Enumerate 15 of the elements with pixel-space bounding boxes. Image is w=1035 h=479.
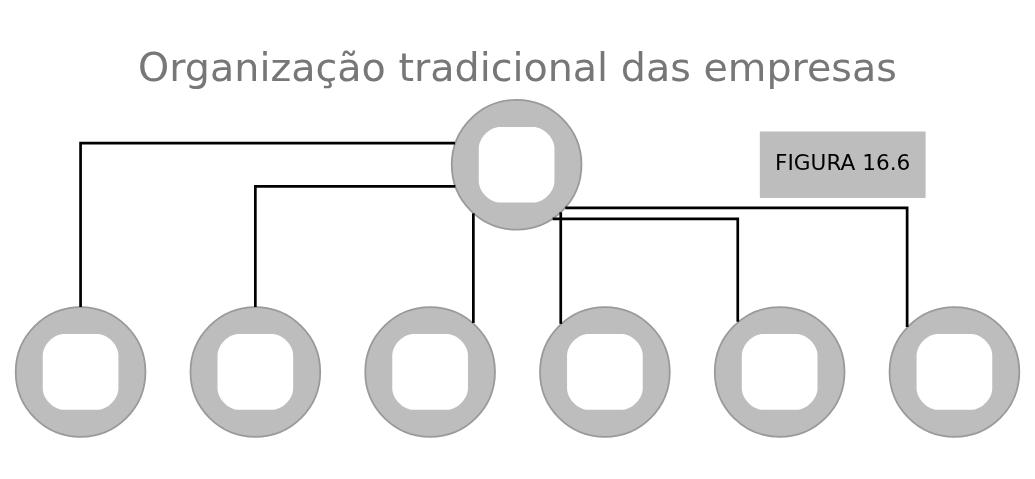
connector: [559, 212, 563, 324]
node-circle: [713, 306, 846, 438]
connector: [552, 217, 740, 322]
connector: [472, 213, 475, 323]
connector: [254, 185, 456, 308]
diagram-title: Organização tradicional das empresas: [138, 44, 897, 91]
connector: [79, 141, 456, 307]
node-circle: [14, 306, 147, 438]
node-circle: [450, 98, 583, 231]
node-circle: [539, 306, 671, 438]
node-circle: [364, 306, 496, 438]
label: FIGURA 16.6: [775, 150, 911, 176]
node-circle: [189, 306, 322, 438]
node-circle: [888, 306, 1021, 438]
connector: [565, 206, 909, 328]
